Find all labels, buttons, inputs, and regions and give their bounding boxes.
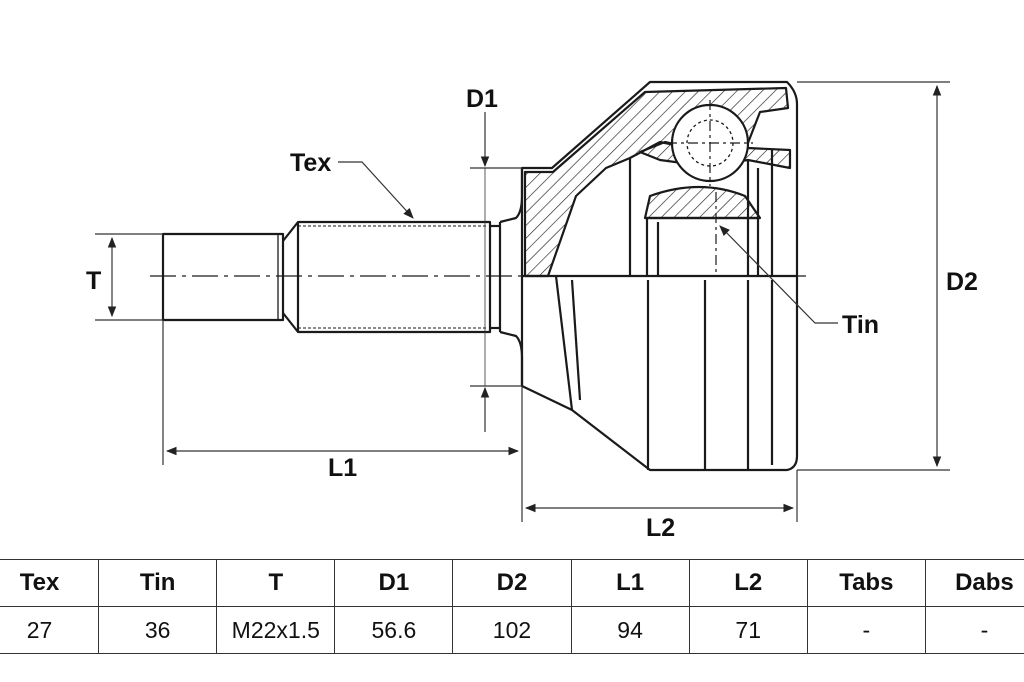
cell-l1: 94 — [570, 606, 690, 654]
header-t: T — [216, 559, 336, 607]
inner-race-section — [643, 185, 762, 220]
label-l1: L1 — [328, 454, 357, 482]
cv-joint-diagram: T D1 Tex D2 Tin L1 L2 — [86, 80, 978, 542]
header-l2: L2 — [688, 559, 808, 607]
cell-tin: 36 — [98, 606, 218, 654]
bell-housing — [520, 80, 799, 472]
leader-tex — [338, 161, 414, 219]
label-d2: D2 — [946, 268, 978, 296]
cell-d2: 102 — [452, 606, 572, 654]
label-t: T — [86, 267, 101, 295]
header-tabs: Tabs — [806, 559, 926, 607]
table-header-row: Tex Tin T D1 D2 L1 L2 Tabs Dabs — [0, 559, 1024, 607]
header-tin: Tin — [98, 559, 218, 607]
header-d2: D2 — [452, 559, 572, 607]
spec-table: Tex Tin T D1 D2 L1 L2 Tabs Dabs 27 36 M2… — [0, 559, 1024, 654]
shaft-neck — [499, 168, 524, 386]
label-d1: D1 — [466, 85, 498, 113]
cell-d1: 56.6 — [334, 606, 454, 654]
header-dabs: Dabs — [924, 559, 1024, 607]
header-l1: L1 — [570, 559, 690, 607]
cell-l2: 71 — [688, 606, 808, 654]
cell-t: M22x1.5 — [216, 606, 336, 654]
label-l2: L2 — [646, 514, 675, 542]
cell-tabs: - — [806, 606, 926, 654]
table-row: 27 36 M22x1.5 56.6 102 94 71 - - — [0, 606, 1024, 654]
leader-tin — [719, 225, 838, 324]
cell-tex: 27 — [0, 606, 100, 654]
header-tex: Tex — [0, 559, 100, 607]
label-tin: Tin — [842, 311, 879, 339]
threaded-shaft — [282, 220, 492, 334]
label-tex: Tex — [290, 149, 331, 177]
shaft-stub — [161, 232, 285, 322]
header-d1: D1 — [334, 559, 454, 607]
cell-dabs: - — [924, 606, 1024, 654]
